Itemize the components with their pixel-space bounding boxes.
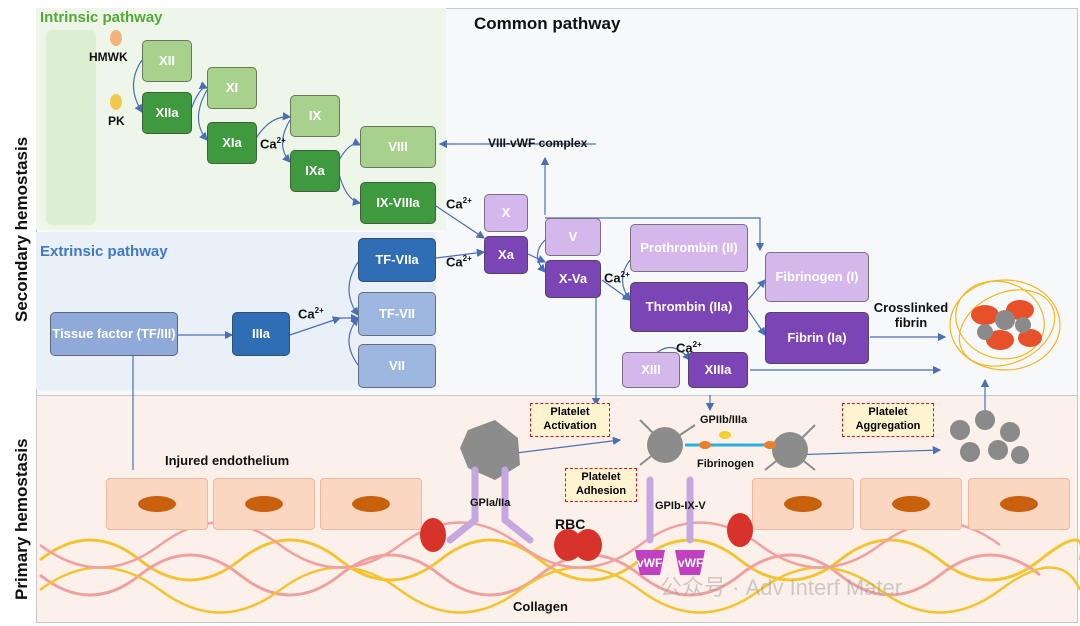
thrombin: Thrombin (IIa) (630, 282, 748, 332)
platelet-adhesion-tag: Platelet Adhesion (565, 468, 637, 502)
calcium-label-1: Ca2+ (260, 136, 286, 151)
crosslinked-fibrin-label: Crosslinked fibrin (873, 300, 949, 330)
factor-xi: XI (207, 67, 257, 109)
factor-v: V (545, 218, 601, 256)
common-pathway-title: Common pathway (474, 14, 621, 33)
factor-vii: VII (358, 344, 436, 388)
ca-sup: 2+ (462, 196, 472, 205)
gpiib-iiia-label: GPIIb/IIIa (700, 414, 748, 426)
factor-xii: XII (142, 40, 192, 82)
hmwk-label: HMWK (89, 50, 128, 64)
cell-nucleus (352, 496, 390, 512)
ca-base: Ca (676, 340, 693, 356)
complex-tf-viia: TF-VIIa (358, 238, 436, 282)
factor-xiiia: XIIIa (688, 352, 748, 388)
injured-endothelium-label: Injured endothelium (165, 453, 290, 468)
ca-sup: 2+ (620, 270, 630, 279)
factor-ixa: IXa (290, 150, 340, 192)
extrinsic-pathway-title: Extrinsic pathway (40, 243, 168, 260)
calcium-label-4: Ca2+ (446, 254, 472, 269)
complex-tf-vii: TF-VII (358, 292, 436, 336)
factor-ix: IX (290, 95, 340, 137)
ca-base: Ca (260, 136, 277, 152)
endothelial-cell (106, 478, 208, 530)
platelet-aggregation-tag: Platelet Aggregation (842, 403, 934, 437)
cell-nucleus (245, 496, 283, 512)
factor-xiia: XIIa (142, 92, 192, 134)
ca-base: Ca (604, 270, 621, 286)
cell-nucleus (892, 496, 930, 512)
calcium-label-3: Ca2+ (446, 196, 472, 211)
hmwk-icon (110, 30, 122, 46)
calcium-label-5: Ca2+ (604, 270, 630, 285)
gpib-ix-v-label: GPIb-IX-V (655, 500, 706, 512)
gpia-iia-label: GPIa/IIa (470, 497, 511, 509)
ca-base: Ca (446, 196, 463, 212)
tissue-factor: Tissue factor (TF/III) (50, 312, 178, 356)
fibrinogen: Fibrinogen (I) (765, 252, 869, 302)
negative-surface-illustration (46, 30, 96, 225)
factor-viii: VIII (360, 126, 436, 168)
endothelial-cell (320, 478, 422, 530)
calcium-label-2: Ca2+ (298, 306, 324, 321)
ca-sup: 2+ (692, 340, 702, 349)
ca-sup: 2+ (462, 254, 472, 263)
platelet-activation-tag: Platelet Activation (530, 403, 610, 437)
vwf-label-1: vWF (637, 556, 663, 570)
fibrin: Fibrin (Ia) (765, 312, 869, 364)
crosslinked-fibrin-clot-illustration (949, 279, 1061, 371)
pk-label: PK (108, 114, 125, 128)
factor-x: X (484, 194, 528, 232)
pk-icon (110, 94, 122, 110)
endothelial-cell (752, 478, 854, 530)
viii-vwf-complex-label: VIII-vWF complex (488, 136, 588, 150)
vwf-label-2: vWF (678, 556, 704, 570)
cell-nucleus (784, 496, 822, 512)
cell-nucleus (138, 496, 176, 512)
endothelial-cell (968, 478, 1070, 530)
calcium-label-6: Ca2+ (676, 340, 702, 355)
complex-x-va: X-Va (545, 260, 601, 298)
ca-sup: 2+ (314, 306, 324, 315)
watermark: 公众号 · Adv Interf Mater (660, 575, 903, 600)
intrinsic-pathway-title: Intrinsic pathway (40, 9, 163, 26)
collagen-label: Collagen (513, 599, 568, 614)
ca-sup: 2+ (276, 136, 286, 145)
rbc-label: RBC (555, 516, 586, 532)
factor-xiii: XIII (622, 352, 680, 388)
ca-base: Ca (298, 306, 315, 322)
ca-base: Ca (446, 254, 463, 270)
factor-xia: XIa (207, 122, 257, 164)
factor-iiia: IIIa (232, 312, 290, 356)
endothelial-cell (213, 478, 315, 530)
fibrinogen-bridge-label: Fibrinogen (697, 458, 754, 470)
complex-ix-viiia: IX-VIIIa (360, 182, 436, 224)
factor-xa: Xa (484, 236, 528, 274)
endothelial-cell (860, 478, 962, 530)
prothrombin: Prothrombin (II) (630, 224, 748, 272)
cell-nucleus (1000, 496, 1038, 512)
